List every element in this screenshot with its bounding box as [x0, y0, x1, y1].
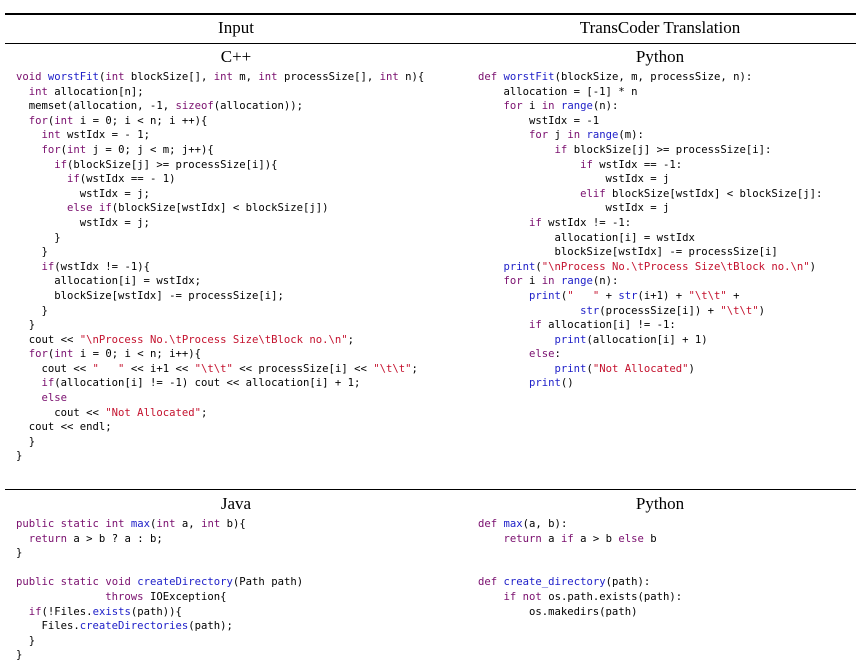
code-line: if(!Files.exists(path)){	[28, 605, 182, 618]
code-line: blockSize[wstIdx] -= processSize[i]	[478, 246, 778, 259]
code-line: }	[16, 304, 48, 317]
code-line: for(int i = 0; i < n; i++){	[28, 348, 201, 361]
header-rule	[5, 43, 856, 44]
section1-left-lang: C++	[220, 47, 252, 66]
code-line: else if(blockSize[wstIdx] < blockSize[j]…	[67, 202, 329, 215]
code-line: if(allocation[i] != -1) cout << allocati…	[41, 377, 361, 390]
code-line: memset(allocation, -1, sizeof(allocation…	[16, 100, 304, 113]
section1-right-lang: Python	[635, 47, 685, 66]
code-line: allocation[i] = wstIdx;	[16, 275, 201, 288]
code-line: if(wstIdx != -1){	[41, 260, 150, 273]
code-line: wstIdx = -1	[478, 114, 600, 127]
top-rule	[5, 13, 856, 15]
code-line: wstIdx = j;	[16, 216, 150, 229]
code-line: if wstIdx != -1:	[529, 216, 632, 229]
code-line: allocation[i] = wstIdx	[478, 231, 695, 244]
code-line: }	[16, 649, 23, 662]
code-line: }	[16, 634, 36, 647]
code-line: cout << "\nProcess No.\tProcess Size\tBl…	[16, 333, 355, 346]
code-line: print(allocation[i] + 1)	[554, 333, 708, 346]
code-line: allocation = [-1] * n	[478, 85, 638, 98]
code-line: if not os.path.exists(path):	[503, 590, 683, 603]
code-line: blockSize[wstIdx] -= processSize[i];	[16, 289, 284, 302]
code-line: ​	[16, 561, 303, 576]
code-line: else	[41, 392, 68, 405]
code-line: else:	[529, 348, 561, 361]
python-code-block-1: def worstFit(blockSize, m, processSize, …	[478, 70, 822, 391]
code-line: }	[16, 450, 23, 463]
cpp-code-block: void worstFit(int blockSize[], int m, in…	[16, 70, 424, 464]
code-line: }	[16, 246, 48, 259]
code-line: cout << endl;	[16, 421, 112, 434]
code-line: print()	[529, 377, 574, 390]
python-code-block-2: def max(a, b): return a if a > b else b​…	[478, 517, 682, 619]
code-line: for i in range(n):	[503, 275, 619, 288]
code-line: if(blockSize[j] >= processSize[i]){	[54, 158, 278, 171]
code-line: for(int j = 0; j < m; j++){	[41, 143, 214, 156]
code-line: elif blockSize[wstIdx] < blockSize[j]:	[580, 187, 823, 200]
code-line: int allocation[n];	[28, 85, 144, 98]
code-line: wstIdx = j	[478, 173, 670, 186]
header-input: Input	[218, 18, 254, 37]
code-line: def max(a, b):	[478, 518, 568, 530]
code-line: }	[16, 231, 61, 244]
section-rule	[5, 489, 856, 490]
code-line: for i in range(n):	[503, 100, 619, 113]
code-line: def worstFit(blockSize, m, processSize, …	[478, 71, 753, 83]
code-line: return a > b ? a : b;	[28, 532, 163, 545]
code-line: if blockSize[j] >= processSize[i]:	[554, 143, 772, 156]
code-line: cout << "Not Allocated";	[16, 406, 208, 419]
code-line: if(wstIdx == - 1)	[67, 173, 176, 186]
code-line: str(processSize[i]) + "\t\t")	[580, 304, 766, 317]
section2-right-lang: Python	[635, 494, 685, 513]
code-line: }	[16, 435, 36, 448]
code-line: void worstFit(int blockSize[], int m, in…	[16, 71, 425, 83]
code-line: }	[16, 319, 36, 332]
code-line: ​	[478, 546, 682, 561]
code-line: return a if a > b else b	[503, 532, 657, 545]
code-line: ​	[478, 561, 682, 576]
code-line: for j in range(m):	[529, 129, 644, 142]
code-line: if wstIdx == -1:	[580, 158, 683, 171]
code-line: def create_directory(path):	[478, 576, 651, 589]
code-line: wstIdx = j;	[16, 187, 150, 200]
code-line: print(" " + str(i+1) + "\t\t" +	[529, 289, 740, 302]
code-line: os.makedirs(path)	[478, 605, 638, 618]
java-code-block: public static int max(int a, int b){ ret…	[16, 517, 303, 663]
code-line: public static void createDirectory(Path …	[16, 576, 304, 589]
code-line: for(int i = 0; i < n; i ++){	[28, 114, 208, 127]
code-line: public static int max(int a, int b){	[16, 518, 246, 530]
code-line: int wstIdx = - 1;	[41, 129, 150, 142]
code-line: throws IOException{	[105, 590, 227, 603]
code-line: if allocation[i] != -1:	[529, 319, 676, 332]
code-line: }	[16, 547, 23, 560]
code-line: print("\nProcess No.\tProcess Size\tBloc…	[503, 260, 817, 273]
code-line: cout << " " << i+1 << "\t\t" << processS…	[16, 362, 418, 375]
header-translation: TransCoder Translation	[579, 18, 741, 37]
code-line: wstIdx = j	[478, 202, 670, 215]
code-line: print("Not Allocated")	[554, 362, 695, 375]
code-line: Files.createDirectories(path);	[16, 620, 233, 633]
section2-left-lang: Java	[220, 494, 252, 513]
